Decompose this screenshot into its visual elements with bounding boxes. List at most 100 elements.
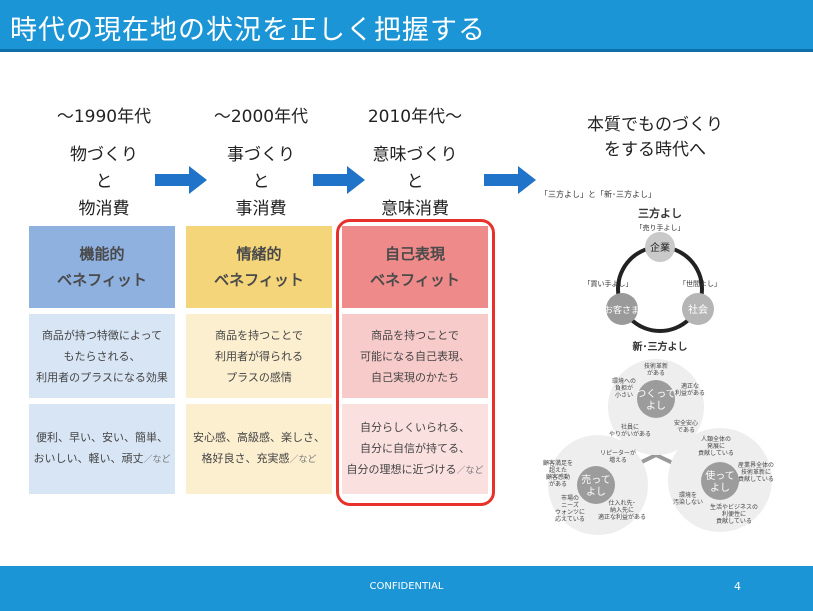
use-label: よし — [710, 482, 730, 494]
description-line: 自己実現のかたち — [371, 370, 459, 384]
right-arrow-icon — [313, 166, 365, 194]
use-item: 産業界全体の — [738, 461, 774, 469]
era-line: と — [95, 172, 113, 192]
sell-label: よし — [586, 486, 606, 498]
description-line: もたらされる、 — [63, 349, 141, 363]
era-period: ～2000年代 — [213, 107, 309, 127]
benefit-examples: 自分らしくいられる、自分に自信が持てる、自分の理想に近づける／など — [342, 404, 488, 494]
benefit-examples: 安心感、高級感、楽しさ、格好良さ、充実感／など — [186, 404, 332, 494]
use-item: 発展に — [707, 442, 725, 450]
sell-item: リピーターが — [600, 449, 636, 457]
example-line: 自分らしくいられる、 — [359, 420, 470, 434]
diagram-caption: 「三方よし」と「新･三方よし」 — [540, 189, 656, 199]
era-line: と — [252, 172, 270, 192]
node-customer-label: お客さま — [604, 304, 640, 316]
sell-item: 仕入れ先･ — [608, 499, 635, 507]
essence-line: 本質でものづくり — [587, 115, 723, 135]
node-society-label: 社会 — [688, 303, 708, 316]
benefit-header: 自己表現ベネフィット — [342, 226, 488, 308]
benefit-header-line: 情緒的 — [236, 245, 282, 263]
sell-label: 売って — [581, 473, 611, 486]
essence-line: をする時代へ — [604, 140, 706, 160]
use-item: 利便性に — [722, 510, 746, 518]
label-world: 「世間よし」 — [679, 279, 721, 288]
sell-item: 超えた — [549, 466, 567, 474]
sell-item: 顧客感動 — [546, 473, 570, 481]
use-item: 技術革新に — [741, 468, 771, 476]
make-item: 技術革新 — [644, 362, 668, 370]
example-line: 自分の理想に近づける — [346, 462, 457, 476]
node-company — [645, 232, 675, 262]
example-line: おいしい、軽い、頑丈 — [33, 452, 144, 465]
sell-item: 応えている — [555, 515, 585, 523]
make-item: 小さい — [615, 391, 633, 399]
etc-suffix: ／など — [456, 465, 484, 476]
era-2010s: 2010年代～ 意味づくり と 意味消費 — [340, 104, 490, 223]
benefit-examples: 便利、早い、安い、簡単、おいしい、軽い、頑丈／など — [29, 404, 175, 494]
sell-item: 納入先に — [610, 506, 634, 514]
description-line: 商品が持つ特徴によって — [41, 328, 163, 342]
example-line: 便利、早い、安い、簡単、 — [35, 431, 168, 444]
benefit-header-line: ベネフィット — [57, 271, 147, 289]
benefit-header-line: ベネフィット — [214, 271, 304, 289]
make-item: やりがいがある — [609, 430, 651, 438]
page-number: 4 — [734, 580, 741, 593]
etc-suffix: ／など — [289, 455, 317, 465]
sell-item: 市場の — [561, 494, 579, 502]
make-label: つくって — [636, 389, 676, 400]
use-item: 人類全体の — [701, 435, 731, 443]
example-line: 自分に自信が持てる、 — [359, 441, 470, 455]
right-arrow-icon — [155, 166, 207, 194]
node-company-label: 企業 — [650, 241, 670, 254]
era-line: と — [406, 172, 424, 192]
description-line: プラスの感情 — [226, 370, 292, 384]
sanpo-yoshi-diagram: 「三方よし」と「新･三方よし」 三方よし 「売り手よし」 企業 お客さま 社会 … — [540, 189, 774, 535]
etc-suffix: ／など — [143, 455, 171, 465]
benefit-header-line: 機能的 — [79, 245, 125, 263]
label-buyer: 「買い手よし」 — [584, 279, 633, 288]
new-sanpo-title: 新･三方よし — [633, 340, 688, 353]
sell-item: ニーズ — [561, 501, 579, 509]
example-line: 格好良さ、充実感 — [201, 452, 290, 465]
sell-item: 顧客満足を — [543, 459, 573, 467]
make-node — [637, 380, 675, 418]
benefit-description: 商品が持つ特徴によってもたらされる、利用者のプラスになる効果 — [29, 314, 175, 398]
era-line: 事消費 — [235, 199, 287, 219]
use-item: 環境を — [679, 491, 697, 499]
make-item: である — [677, 427, 695, 434]
example-line: 安心感、高級感、楽しさ、 — [193, 431, 325, 444]
description-line: 利用者のプラスになる効果 — [36, 370, 168, 384]
make-item: 適正な — [681, 382, 699, 390]
highlight-frame — [336, 219, 495, 506]
sell-node — [577, 466, 615, 504]
make-item: 安全安心 — [674, 419, 698, 427]
make-item: 環境への — [612, 377, 636, 385]
era-1990s: ～1990年代 物づくり と 物消費 — [29, 104, 179, 223]
make-item: 社員に — [621, 423, 639, 431]
era-period: ～1990年代 — [56, 107, 152, 127]
use-node — [701, 462, 739, 500]
benefit-header: 機能的ベネフィット — [29, 226, 175, 308]
use-label: 使って — [705, 469, 735, 482]
title-bar: 時代の現在地の状況を正しく把握する — [0, 0, 813, 52]
make-item: 利益がある — [675, 389, 705, 397]
era-line: 意味消費 — [381, 199, 449, 219]
era-period: 2010年代～ — [367, 107, 463, 127]
sanpo-title: 三方よし — [638, 206, 682, 220]
era-line: 物消費 — [78, 199, 130, 219]
era-2000s: ～2000年代 事づくり と 事消費 — [186, 104, 336, 223]
use-item: 貢献している — [698, 449, 734, 457]
make-item: がある — [647, 369, 665, 377]
description-line: 商品を持つことで — [371, 328, 459, 342]
benefit-header-line: ベネフィット — [370, 271, 460, 289]
node-customer — [606, 293, 638, 325]
era-line: 事づくり — [227, 145, 295, 165]
use-item: 貢献している — [738, 475, 774, 483]
sell-item: 適正な利益がある — [598, 513, 646, 521]
description-line: 可能になる自己表現、 — [360, 349, 470, 363]
description-line: 商品を持つことで — [215, 328, 303, 342]
sell-item: ウォンツに — [555, 508, 585, 516]
use-item: 生活やビジネスの — [710, 503, 758, 511]
right-arrow-icon — [484, 166, 536, 194]
era-line: 物づくり — [70, 145, 138, 165]
